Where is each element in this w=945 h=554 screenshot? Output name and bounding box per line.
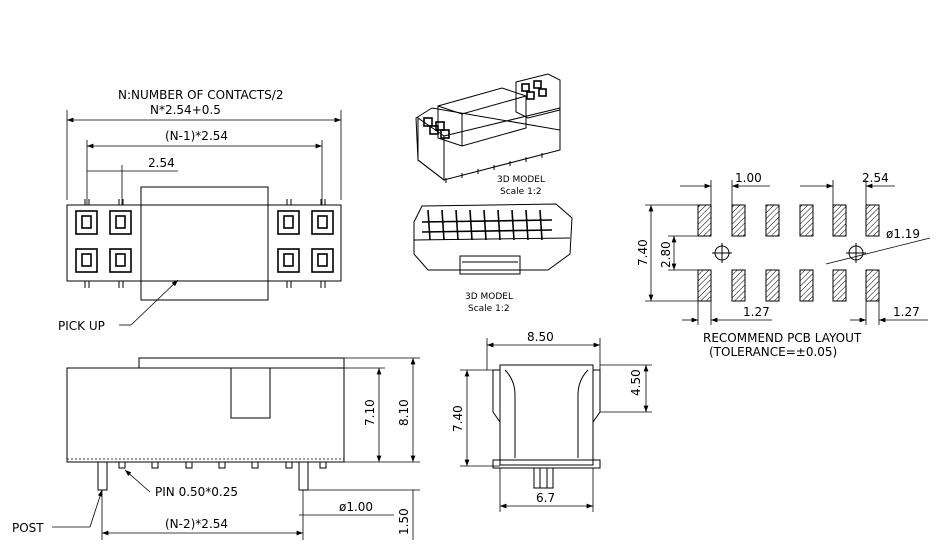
contacts-note: N:NUMBER OF CONTACTS/2 <box>118 88 283 102</box>
side-base-label: 6.7 <box>536 491 555 505</box>
model-a-scale: Scale 1:2 <box>500 187 542 197</box>
pcb-pitch-label: 2.54 <box>862 171 889 185</box>
span-dim-label: (N-1)*2.54 <box>165 129 228 143</box>
pcb-layout: 1.00 2.54 7.40 2.80 ø1.19 1.27 1.27 RECO… <box>636 171 931 359</box>
side-height-label: 7.40 <box>451 405 465 432</box>
model-a-label: 3D MODEL <box>497 175 545 185</box>
side-width-label: 8.50 <box>527 330 554 344</box>
pcb-height-label: 7.40 <box>636 239 650 266</box>
model-b-label: 3D MODEL <box>465 292 513 302</box>
contact-cells-left <box>75 210 132 273</box>
pcb-tolerance: (TOLERANCE=±0.05) <box>709 345 837 359</box>
side-view: 8.50 4.50 7.40 6.7 <box>451 330 652 512</box>
model-b: 3D MODEL Scale 1:2 <box>413 203 573 314</box>
top-view: N:NUMBER OF CONTACTS/2 N*2.54+0.5 (N-1)*… <box>58 88 342 333</box>
pads-bottom <box>697 269 880 302</box>
pcb-pad-w-right: 1.27 <box>893 305 920 319</box>
pin-label: PIN 0.50*0.25 <box>155 485 238 499</box>
post-length-label: 1.50 <box>397 508 411 535</box>
side-upper-label: 4.50 <box>629 369 643 396</box>
pcb-title: RECOMMEND PCB LAYOUT <box>703 331 862 345</box>
post-span-label: (N-2)*2.54 <box>165 517 228 531</box>
pcb-pad-w-left: 1.27 <box>743 305 770 319</box>
height-710-label: 7.10 <box>363 399 377 426</box>
pads-top <box>697 204 880 237</box>
height-810-label: 8.10 <box>397 399 411 426</box>
pcb-hole-span-label: 2.80 <box>659 241 673 268</box>
contact-cells-right <box>277 210 334 273</box>
pcb-hole-dia-label: ø1.19 <box>886 227 920 241</box>
front-view: 7.10 8.10 1.50 PIN 0.50*0.25 ø1.00 (N-2)… <box>12 357 420 540</box>
overall-dim-label: N*2.54+0.5 <box>150 103 221 117</box>
pitch-dim-label: 2.54 <box>148 156 175 170</box>
pick-up-label: PICK UP <box>58 319 105 333</box>
model-a: 3D MODEL Scale 1:2 <box>415 73 561 197</box>
pcb-gap-label: 1.00 <box>735 171 762 185</box>
post-dia-label: ø1.00 <box>339 500 373 514</box>
post-label: POST <box>12 521 44 535</box>
model-b-scale: Scale 1:2 <box>468 304 510 314</box>
